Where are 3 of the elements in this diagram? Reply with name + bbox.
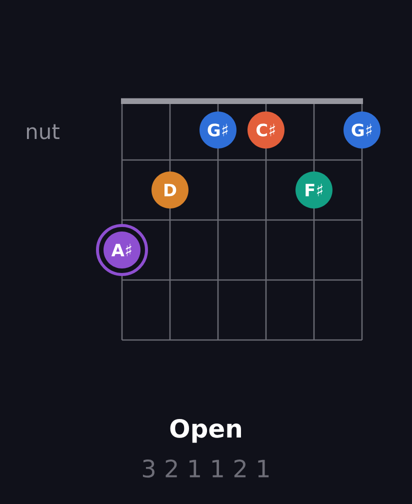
nut-label: nut: [26, 124, 60, 140]
chord-title: Open: [170, 418, 241, 443]
finger-numbers: 3 2 1 1 2 1: [142, 459, 269, 478]
